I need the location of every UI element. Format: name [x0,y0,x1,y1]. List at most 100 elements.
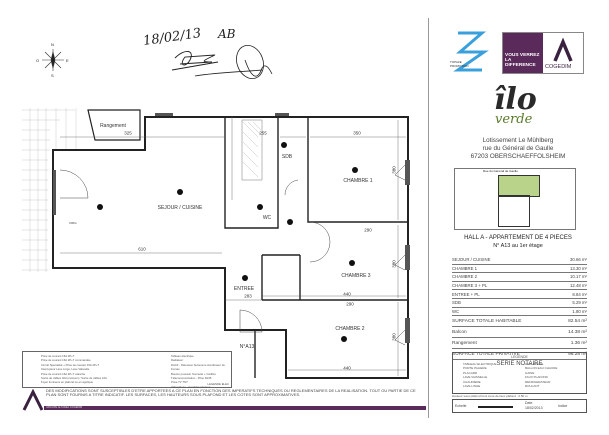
legend-item: PORTE PALIERE [463,366,487,371]
legend-item: LAVE LINGE [463,384,481,389]
legend-item: REFRIGERATEUR [525,379,551,384]
indice-label: Indice [558,404,568,408]
address-line-3: 67203 OBERSCHAEFFOLSHEIM [470,153,566,160]
address-line-2: rue du Général de Gaulle [482,145,554,152]
signature-2 [194,45,273,79]
building-highlight [498,175,540,197]
topaze-logo-text: TOPAZE PROMOTION [450,60,469,68]
situation-map: Rue du Général de Gaulle [454,168,576,230]
apartment-title: HALL A - APPARTEMENT DE 4 PIECES [464,235,572,241]
elec-legend-item: Tableau électrique [171,354,194,358]
dim-380-ch1: 380 [391,166,397,174]
compass-e: E [66,58,69,63]
elec-legend-item: Prise de courant 16A 2P+T [41,354,75,358]
legend-item: FAUX PLAFOND [525,375,548,380]
ilo-logo: îlo [494,82,537,117]
elec-legend-item: Prise TV TNT [171,380,188,385]
apartment-number-label: N°A13 [239,344,255,350]
date-value: 18/02/2013 [525,406,543,410]
door-swings [59,164,406,346]
compass-s: S [51,73,54,78]
legend-item: ROULANT [525,384,540,389]
dim-610: 610 [138,246,146,252]
dim-255: 255 [259,130,267,136]
elec-legend-item: Prise de courant 16A 2P+T étanche [41,371,86,376]
room-label-chambre2: CHAMBRE 2 [335,326,365,332]
dimension-lines [60,120,406,376]
elec-legend-item: Télécommunication - Prise RJ45 [171,376,212,381]
company-name: GROUPE ALTAREA COGEDIM [46,406,83,410]
verde-logo: verde [495,112,533,127]
situation-map-street: Rue du Général de Gaulle [483,169,518,173]
elec-legend-item: Sortie de câbles 32A (cuisson) / Sortie … [41,376,107,381]
elec-legend-item: Prise de courant 16A 2P+T commandée [41,358,91,363]
legend-title: LEGENDE [511,355,528,359]
bathtub-hatch [242,121,262,178]
legend-item: GAINE [525,370,535,375]
scale-label: Echelle [455,404,467,408]
smoke-detector-icons [97,142,358,342]
brand-bar [44,406,426,410]
dim-290-ch1: 290 [364,227,372,233]
walls [52,109,409,379]
cogedim-a-icon [553,37,573,62]
legend-item: PLACARD [463,370,478,375]
room-label-rangement: Rangement [100,123,126,129]
legend-box: LEGENDE TABLEAU ELECTRIQUE PORTE PALIERE… [452,352,587,394]
dim-325: 325 [124,130,132,136]
info-panel: TOPAZE PROMOTION VOUS VERREZ LA DIFFEREN… [432,20,604,420]
elec-legend-item: Radiateur [171,358,184,363]
dim-440-ch2: 440 [343,365,351,371]
apartment-subtitle: N° A13 au 1er étage [493,243,543,249]
dim-350: 350 [353,130,361,136]
legend-item: BALLON EAU CHAUDE [525,366,558,371]
rangement-walls [87,109,141,141]
address-line-1: Lotissement Le Mühlberg [482,137,554,144]
scale-bar [478,406,513,408]
serie-notaire: SERIE NOTAIRE [496,361,543,368]
altarea-logo-icon [22,389,44,411]
fridge-label: FRIG [69,221,77,225]
slogan: VOUS VERREZ LA DIFFERENCE [503,33,543,73]
footer: DES MODIFICATIONS SONT SUSCEPTIBLES D'ET… [22,388,426,411]
building-outline [498,195,530,227]
dim-440-ch3: 440 [343,291,351,297]
elec-legend-item: Foyer lumineux en plafond ou en applique [41,380,94,385]
ceiling-height-note: Hauteur sous plafond hors zone de faux p… [452,394,528,398]
legend-item: LAVE VAISSELLE [463,375,488,380]
title-block: Echelle Date 18/02/2013 Indice [452,399,587,413]
room-label-sdb: SDB [281,154,293,160]
dim-380-ch2: 380 [391,333,397,341]
compass-rose-icon [42,49,64,71]
elec-legend-item: Bouton poussoir Sonnette + Carillon [171,371,216,376]
elec-legend-item: Vidéophone - Combiné intérieur [171,384,211,389]
electrical-legend: Prise de courant 16A 2P+T Prise de coura… [22,351,232,389]
room-label-entree: ENTREE [233,286,255,292]
dim-380-ch3: 380 [391,260,397,268]
dim-290-ch2: 290 [346,301,354,307]
disclaimer: DES MODIFICATIONS SONT SUSCEPTIBLES D'ET… [46,388,416,398]
handwritten-initials: AB [218,27,236,41]
elec-legend-tag: LEGENDE ELEC [207,382,229,386]
date-label: Date [525,401,533,405]
room-label-wc: WC [262,215,272,221]
signature-1 [171,51,219,71]
legend-item: CHAUDIERE [463,379,481,384]
windows [53,113,410,343]
cogedim-name: COGEDIM [545,64,572,70]
compass-o: O [36,58,40,63]
